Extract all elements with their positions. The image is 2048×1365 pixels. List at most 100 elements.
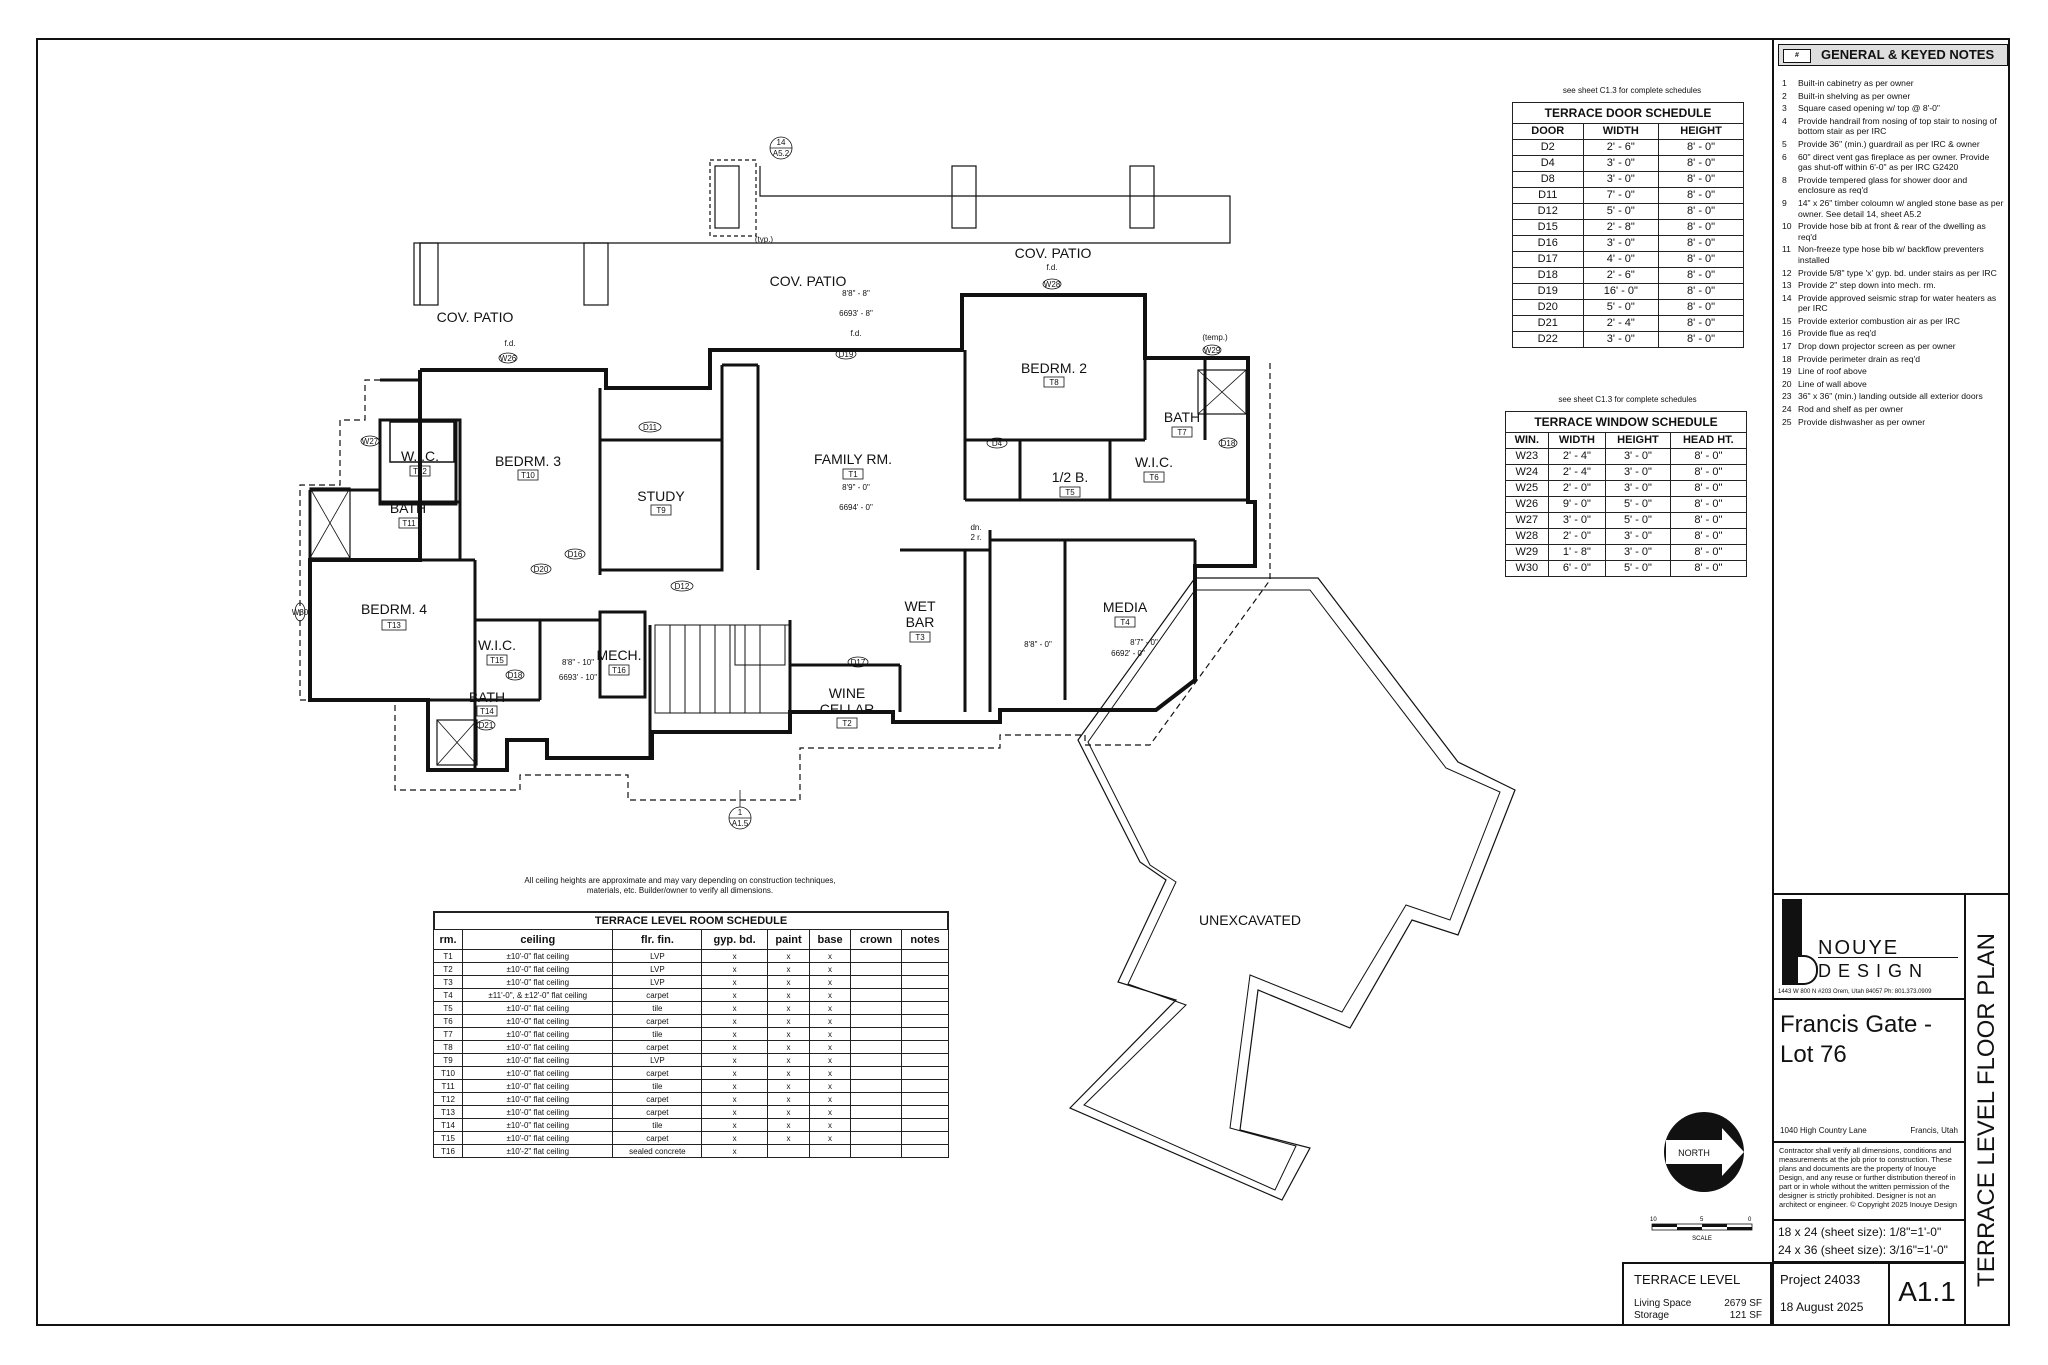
room-schedule-title: TERRACE LEVEL ROOM SCHEDULE bbox=[433, 911, 949, 929]
door-schedule-cell: 8' - 0" bbox=[1658, 235, 1744, 252]
notes-header: # GENERAL & KEYED NOTES bbox=[1778, 44, 2008, 66]
tag-d21: D21 bbox=[479, 721, 494, 730]
room-schedule-cell: carpet bbox=[612, 1014, 703, 1028]
room-schedule-cell bbox=[849, 1118, 903, 1132]
room-schedule-cell: x bbox=[766, 1027, 811, 1041]
scale-tick-0: 0 bbox=[1748, 1217, 1752, 1223]
tag-w29: W29 bbox=[1204, 346, 1221, 355]
room-schedule-cell: x bbox=[766, 1040, 811, 1054]
half-bath-label: 1/2 B. bbox=[1052, 469, 1089, 485]
note-text: Line of roof above bbox=[1798, 366, 1867, 377]
floor-drain-1: f.d. bbox=[1046, 263, 1057, 272]
note-text: Drop down projector screen as per owner bbox=[1798, 341, 1956, 352]
room-schedule-cell: ±10'-0" flat ceiling bbox=[462, 1131, 614, 1145]
scale-1: 18 x 24 (sheet size): 1/8"=1'-0" bbox=[1778, 1225, 1942, 1239]
window-schedule-cell: 8' - 0" bbox=[1669, 480, 1748, 497]
door-schedule-cell: D17 bbox=[1512, 251, 1584, 268]
room-schedule-cell bbox=[901, 1079, 949, 1093]
room-schedule-cell: x bbox=[701, 1014, 768, 1028]
study-label: STUDY bbox=[637, 488, 685, 504]
tag-t1: T1 bbox=[848, 470, 858, 479]
keynote-icon: # bbox=[1783, 49, 1811, 63]
room-schedule-cell: carpet bbox=[612, 1131, 703, 1145]
elevation-family: 6694' - 0" bbox=[839, 503, 873, 512]
designer-logo: NOUYE DESIGN 1443 W 800 N #203 Orem, Uta… bbox=[1772, 893, 1966, 1000]
cov-patio-label-1: COV. PATIO bbox=[437, 309, 514, 325]
room-schedule-cell: x bbox=[766, 1131, 811, 1145]
note-text: Provide 5/8" type 'x' gyp. bd. under sta… bbox=[1798, 267, 1997, 278]
door-schedule-cell: 4' - 0" bbox=[1582, 251, 1660, 268]
elevation-media: 6692' - 0" bbox=[1111, 649, 1145, 658]
window-schedule-header-cell: WIN. bbox=[1505, 432, 1549, 449]
room-schedule-cell: x bbox=[766, 1053, 811, 1067]
door-schedule-cell: 8' - 0" bbox=[1658, 171, 1744, 188]
scale-bar: 10 5 0 SCALE bbox=[1650, 1217, 1753, 1242]
room-schedule-cell bbox=[901, 1066, 949, 1080]
room-schedule-cell bbox=[901, 962, 949, 976]
window-schedule-cell: 3' - 0" bbox=[1605, 528, 1671, 545]
room-schedule-cell: ±10'-0" flat ceiling bbox=[462, 1053, 614, 1067]
room-schedule-header-cell: crown bbox=[849, 929, 903, 950]
room-schedule-cell: T9 bbox=[432, 1053, 464, 1067]
logo-address: 1443 W 800 N #203 Orem, Utah 84057 Ph: 8… bbox=[1778, 989, 1932, 995]
north-arrow-icon: NORTH bbox=[1664, 1112, 1744, 1192]
note-text: 60" direct vent gas fireplace as per own… bbox=[1798, 151, 1990, 173]
window-schedule-cell: 2' - 0" bbox=[1547, 528, 1607, 545]
window-schedule-cell: W25 bbox=[1505, 480, 1549, 497]
room-schedule-cell: T11 bbox=[432, 1079, 464, 1093]
project-info-box: Project 24033 18 August 2025 bbox=[1772, 1262, 1890, 1326]
room-schedule-cell: LVP bbox=[612, 949, 703, 963]
door-schedule-cell: 16' - 0" bbox=[1582, 283, 1660, 300]
door-schedule-cell: 8' - 0" bbox=[1658, 315, 1744, 332]
note-number: 10 bbox=[1782, 221, 1792, 232]
room-schedule-cell: ±10'-0" flat ceiling bbox=[462, 1066, 614, 1080]
note-text: Provide flue as req'd bbox=[1798, 328, 1877, 339]
window-schedule-cell: 1' - 8" bbox=[1547, 544, 1607, 561]
room-schedule-cell bbox=[849, 988, 903, 1002]
room-schedule-cell: x bbox=[701, 988, 768, 1002]
typ-note: (typ.) bbox=[755, 235, 774, 244]
room-schedule-cell: x bbox=[701, 962, 768, 976]
logo-text-2: DESIGN bbox=[1818, 961, 1930, 981]
window-schedule-cell: 8' - 0" bbox=[1669, 464, 1748, 481]
ceiling-patio: 8'8" - 8" bbox=[842, 289, 870, 298]
window-schedule-cell: 9' - 0" bbox=[1547, 496, 1607, 513]
project-name-line-2: Lot 76 bbox=[1780, 1041, 1847, 1068]
room-schedule-cell: x bbox=[809, 1040, 851, 1054]
window-schedule-header-cell: HEIGHT bbox=[1605, 432, 1671, 449]
door-schedule-cell: 2' - 4" bbox=[1582, 315, 1660, 332]
dn-note-2: 2 r. bbox=[970, 533, 981, 542]
room-schedule-cell bbox=[849, 1131, 903, 1145]
room-schedule-cell: x bbox=[766, 975, 811, 989]
room-schedule-cell bbox=[849, 1040, 903, 1054]
room-schedule-header-cell: paint bbox=[766, 929, 811, 950]
notes-title: GENERAL & KEYED NOTES bbox=[1821, 47, 1995, 62]
door-schedule-cell: 8' - 0" bbox=[1658, 219, 1744, 236]
room-schedule-cell: T8 bbox=[432, 1040, 464, 1054]
room-schedule-cell: T6 bbox=[432, 1014, 464, 1028]
window-schedule-cell: 2' - 4" bbox=[1547, 448, 1607, 465]
room-schedule-cell bbox=[901, 1118, 949, 1132]
window-schedule-cell: 8' - 0" bbox=[1669, 496, 1748, 513]
note-number: 1 bbox=[1782, 78, 1787, 88]
window-schedule-cell: 8' - 0" bbox=[1669, 560, 1748, 577]
temp-note: (temp.) bbox=[1202, 333, 1228, 342]
window-schedule-cell: 3' - 0" bbox=[1547, 512, 1607, 529]
note-number: 12 bbox=[1782, 267, 1792, 278]
storage-value: 121 SF bbox=[1729, 1310, 1762, 1321]
door-schedule-cell: 8' - 0" bbox=[1658, 187, 1744, 204]
